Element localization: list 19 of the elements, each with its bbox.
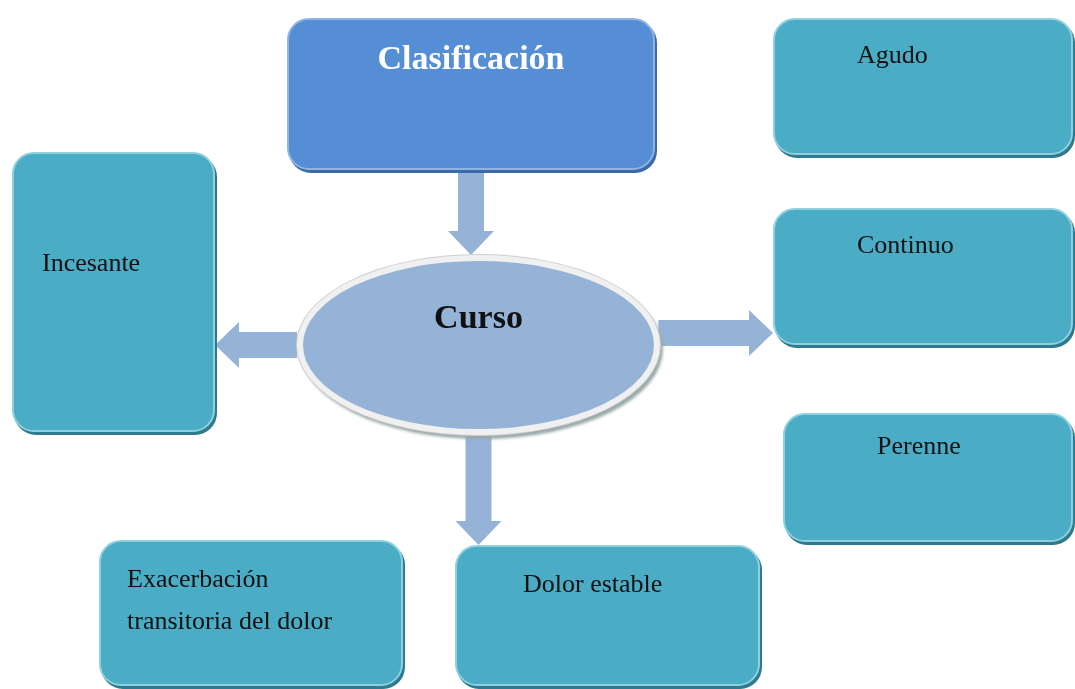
node-label: Curso [433,297,524,337]
node-label: Continuo [857,229,955,261]
rounded-box [773,208,1073,345]
node-label: Exacerbación transitoria del dolor [127,563,334,637]
rounded-box [783,413,1073,542]
node-label: Clasificación [376,38,566,78]
rounded-box [287,18,655,170]
rounded-box [773,18,1073,155]
block-arrow [215,322,297,368]
block-arrow [455,435,502,545]
node-label: Dolor estable [523,568,664,600]
node-label: Perenne [877,430,962,462]
rounded-box [455,545,760,686]
block-arrow [658,310,773,356]
node-label: Agudo [857,39,929,71]
rounded-box [12,152,215,432]
rounded-box [99,540,403,686]
block-arrow [448,170,494,256]
node-label: Incesante [42,247,142,279]
